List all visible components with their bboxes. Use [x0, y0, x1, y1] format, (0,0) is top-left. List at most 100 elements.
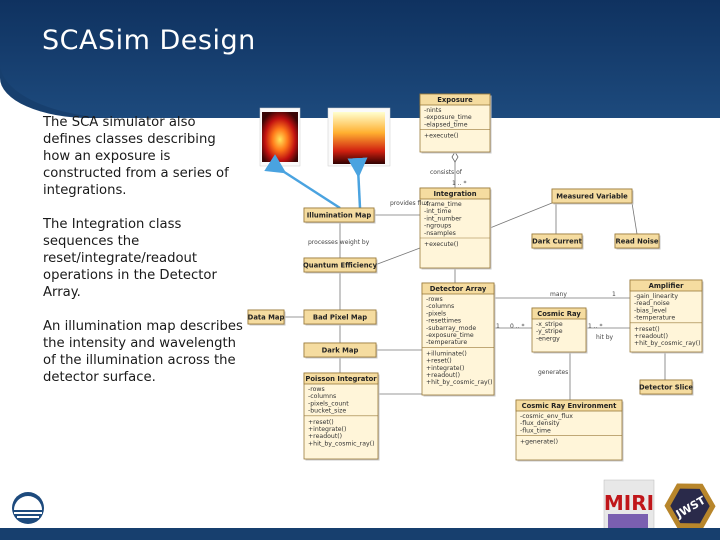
- connector: [489, 202, 553, 229]
- miri-logo-band: [608, 514, 648, 528]
- connector-labels: consists of 1 .. * provides flux processes …: [308, 169, 616, 376]
- class-header: [551, 188, 633, 204]
- footer-band: [0, 528, 720, 540]
- class-attribute: -temperature: [426, 339, 467, 346]
- bullet-3: An illumination map describes the intens…: [43, 319, 243, 385]
- connector-label: processes weight by: [308, 239, 370, 246]
- bullet-1: The SCA simulator also defines classes d…: [43, 115, 229, 198]
- heatmap-image-2: [333, 112, 385, 164]
- uml-class-bad-pixel-map: Bad Pixel Map: [303, 309, 378, 326]
- class-attribute: -subarray_mode: [426, 325, 476, 332]
- class-header: [303, 257, 377, 273]
- class-header: [629, 279, 703, 292]
- class-box: [419, 187, 491, 269]
- class-operation: +execute(): [424, 133, 459, 140]
- class-attribute: -flux_density: [520, 420, 560, 427]
- class-header: [303, 309, 377, 325]
- connector-label: consists of: [430, 169, 463, 176]
- class-header: [531, 233, 583, 249]
- class-operation: +reset(): [634, 326, 660, 333]
- class-name: Cosmic Ray Environment: [522, 402, 618, 410]
- class-operation: +generate(): [520, 439, 558, 446]
- uml-class-data-map: Data Map: [247, 309, 286, 326]
- slide-title: SCASim Design: [42, 25, 256, 56]
- class-name: Cosmic Ray: [537, 310, 581, 318]
- class-operation: +readout(): [308, 433, 342, 440]
- class-attribute: -cosmic_env_flux: [520, 413, 573, 420]
- connector-label: provides flux: [390, 200, 429, 207]
- uml-diagram: Exposure-nints-exposure_time-elapsed_tim…: [247, 93, 704, 462]
- class-attribute: -columns: [426, 303, 454, 310]
- class-operation: +hit_by_cosmic_ray(): [634, 340, 701, 347]
- connector-label: many: [550, 291, 567, 298]
- class-attribute: -rows: [426, 296, 443, 303]
- class-attribute: -ngroups: [424, 223, 451, 230]
- heatmap-image-1: [262, 112, 298, 162]
- class-name: Detector Array: [430, 285, 487, 293]
- class-operation: +hit_by_cosmic_ray(): [426, 379, 493, 386]
- flux-arrow-2: [347, 157, 368, 209]
- connector-label: 1 .. *: [452, 180, 466, 187]
- class-name: Dark Map: [322, 346, 359, 354]
- class-name: Exposure: [437, 96, 473, 104]
- uml-class-integration: Integration-frame_time-int_time-int_numb…: [419, 187, 492, 270]
- class-attribute: -bias_level: [634, 307, 667, 314]
- class-attribute: -resettimes: [426, 318, 461, 325]
- uml-class-detector-slice: Detector Slice: [639, 379, 694, 396]
- uml-class-dark-current: Dark Current: [531, 233, 584, 250]
- class-name: Read Noise: [615, 237, 658, 245]
- class-operation: +integrate(): [426, 365, 464, 372]
- class-name: Poisson Integrator: [305, 375, 377, 383]
- class-attribute: -exposure_time: [424, 114, 472, 121]
- uml-class-cosmic-env: Cosmic Ray Environment -cosmic_env_flux-f…: [515, 399, 624, 462]
- jwst-logo: JWST: [664, 483, 716, 529]
- uml-class-quantum-efficiency: Quantum Efficiency: [303, 257, 378, 274]
- class-name: Measured Variable: [556, 192, 628, 200]
- class-operation: +hit_by_cosmic_ray(): [308, 440, 375, 447]
- class-attribute: -int_time: [424, 208, 452, 215]
- class-header: [419, 187, 491, 200]
- uml-classes: Exposure-nints-exposure_time-elapsed_tim…: [247, 93, 704, 462]
- class-header: [614, 233, 660, 249]
- connector: [374, 247, 421, 266]
- class-header: [531, 307, 587, 320]
- class-attribute: -columns: [308, 393, 336, 400]
- class-header: [247, 309, 285, 325]
- class-box: [629, 279, 703, 353]
- class-name: Bad Pixel Map: [313, 313, 367, 321]
- class-header: [639, 379, 693, 395]
- class-operation: +integrate(): [308, 426, 346, 433]
- class-header: [303, 207, 375, 223]
- class-attribute: -pixels: [426, 310, 446, 317]
- class-header: [515, 399, 623, 412]
- class-name: Amplifier: [649, 282, 685, 290]
- connector-label: 1 .. *: [588, 323, 602, 330]
- bullet-list: The SCA simulator also defines classes d…: [43, 114, 243, 403]
- connector-label: 1: [612, 291, 616, 298]
- class-attribute: -x_stripe: [536, 321, 563, 328]
- connector-label: generates: [538, 369, 568, 376]
- institution-logo: [12, 492, 44, 524]
- class-attribute: -nints: [424, 107, 441, 114]
- class-operation: +reset(): [308, 419, 334, 426]
- class-operation: +illuminate(): [426, 350, 467, 357]
- mission-logos: MIRI JWST: [603, 479, 716, 531]
- class-name: Illumination Map: [307, 211, 372, 219]
- class-header: [303, 372, 379, 385]
- uml-class-read-noise: Read Noise: [614, 233, 661, 250]
- bullet-2: The Integration class sequences the rese…: [43, 217, 217, 300]
- uml-class-illumination-map: Illumination Map: [303, 207, 376, 224]
- class-name: Integration: [433, 190, 476, 198]
- uml-class-exposure: Exposure-nints-exposure_time-elapsed_tim…: [419, 93, 492, 154]
- connector-lines: [284, 151, 666, 400]
- class-name: Data Map: [248, 313, 285, 321]
- uml-class-dark-map: Dark Map: [303, 342, 378, 359]
- class-attribute: -read_noise: [634, 300, 670, 307]
- class-attribute: -exposure_time: [426, 332, 474, 339]
- class-operation: +readout(): [634, 333, 668, 340]
- uml-class-poisson-integrator: Poisson Integrator-rows-columns-pixels_c…: [303, 372, 380, 461]
- class-header: [303, 342, 377, 358]
- uml-class-measured-variable: Measured Variable: [551, 188, 634, 205]
- class-attribute: -int_number: [424, 215, 462, 222]
- class-operation: +readout(): [426, 372, 460, 379]
